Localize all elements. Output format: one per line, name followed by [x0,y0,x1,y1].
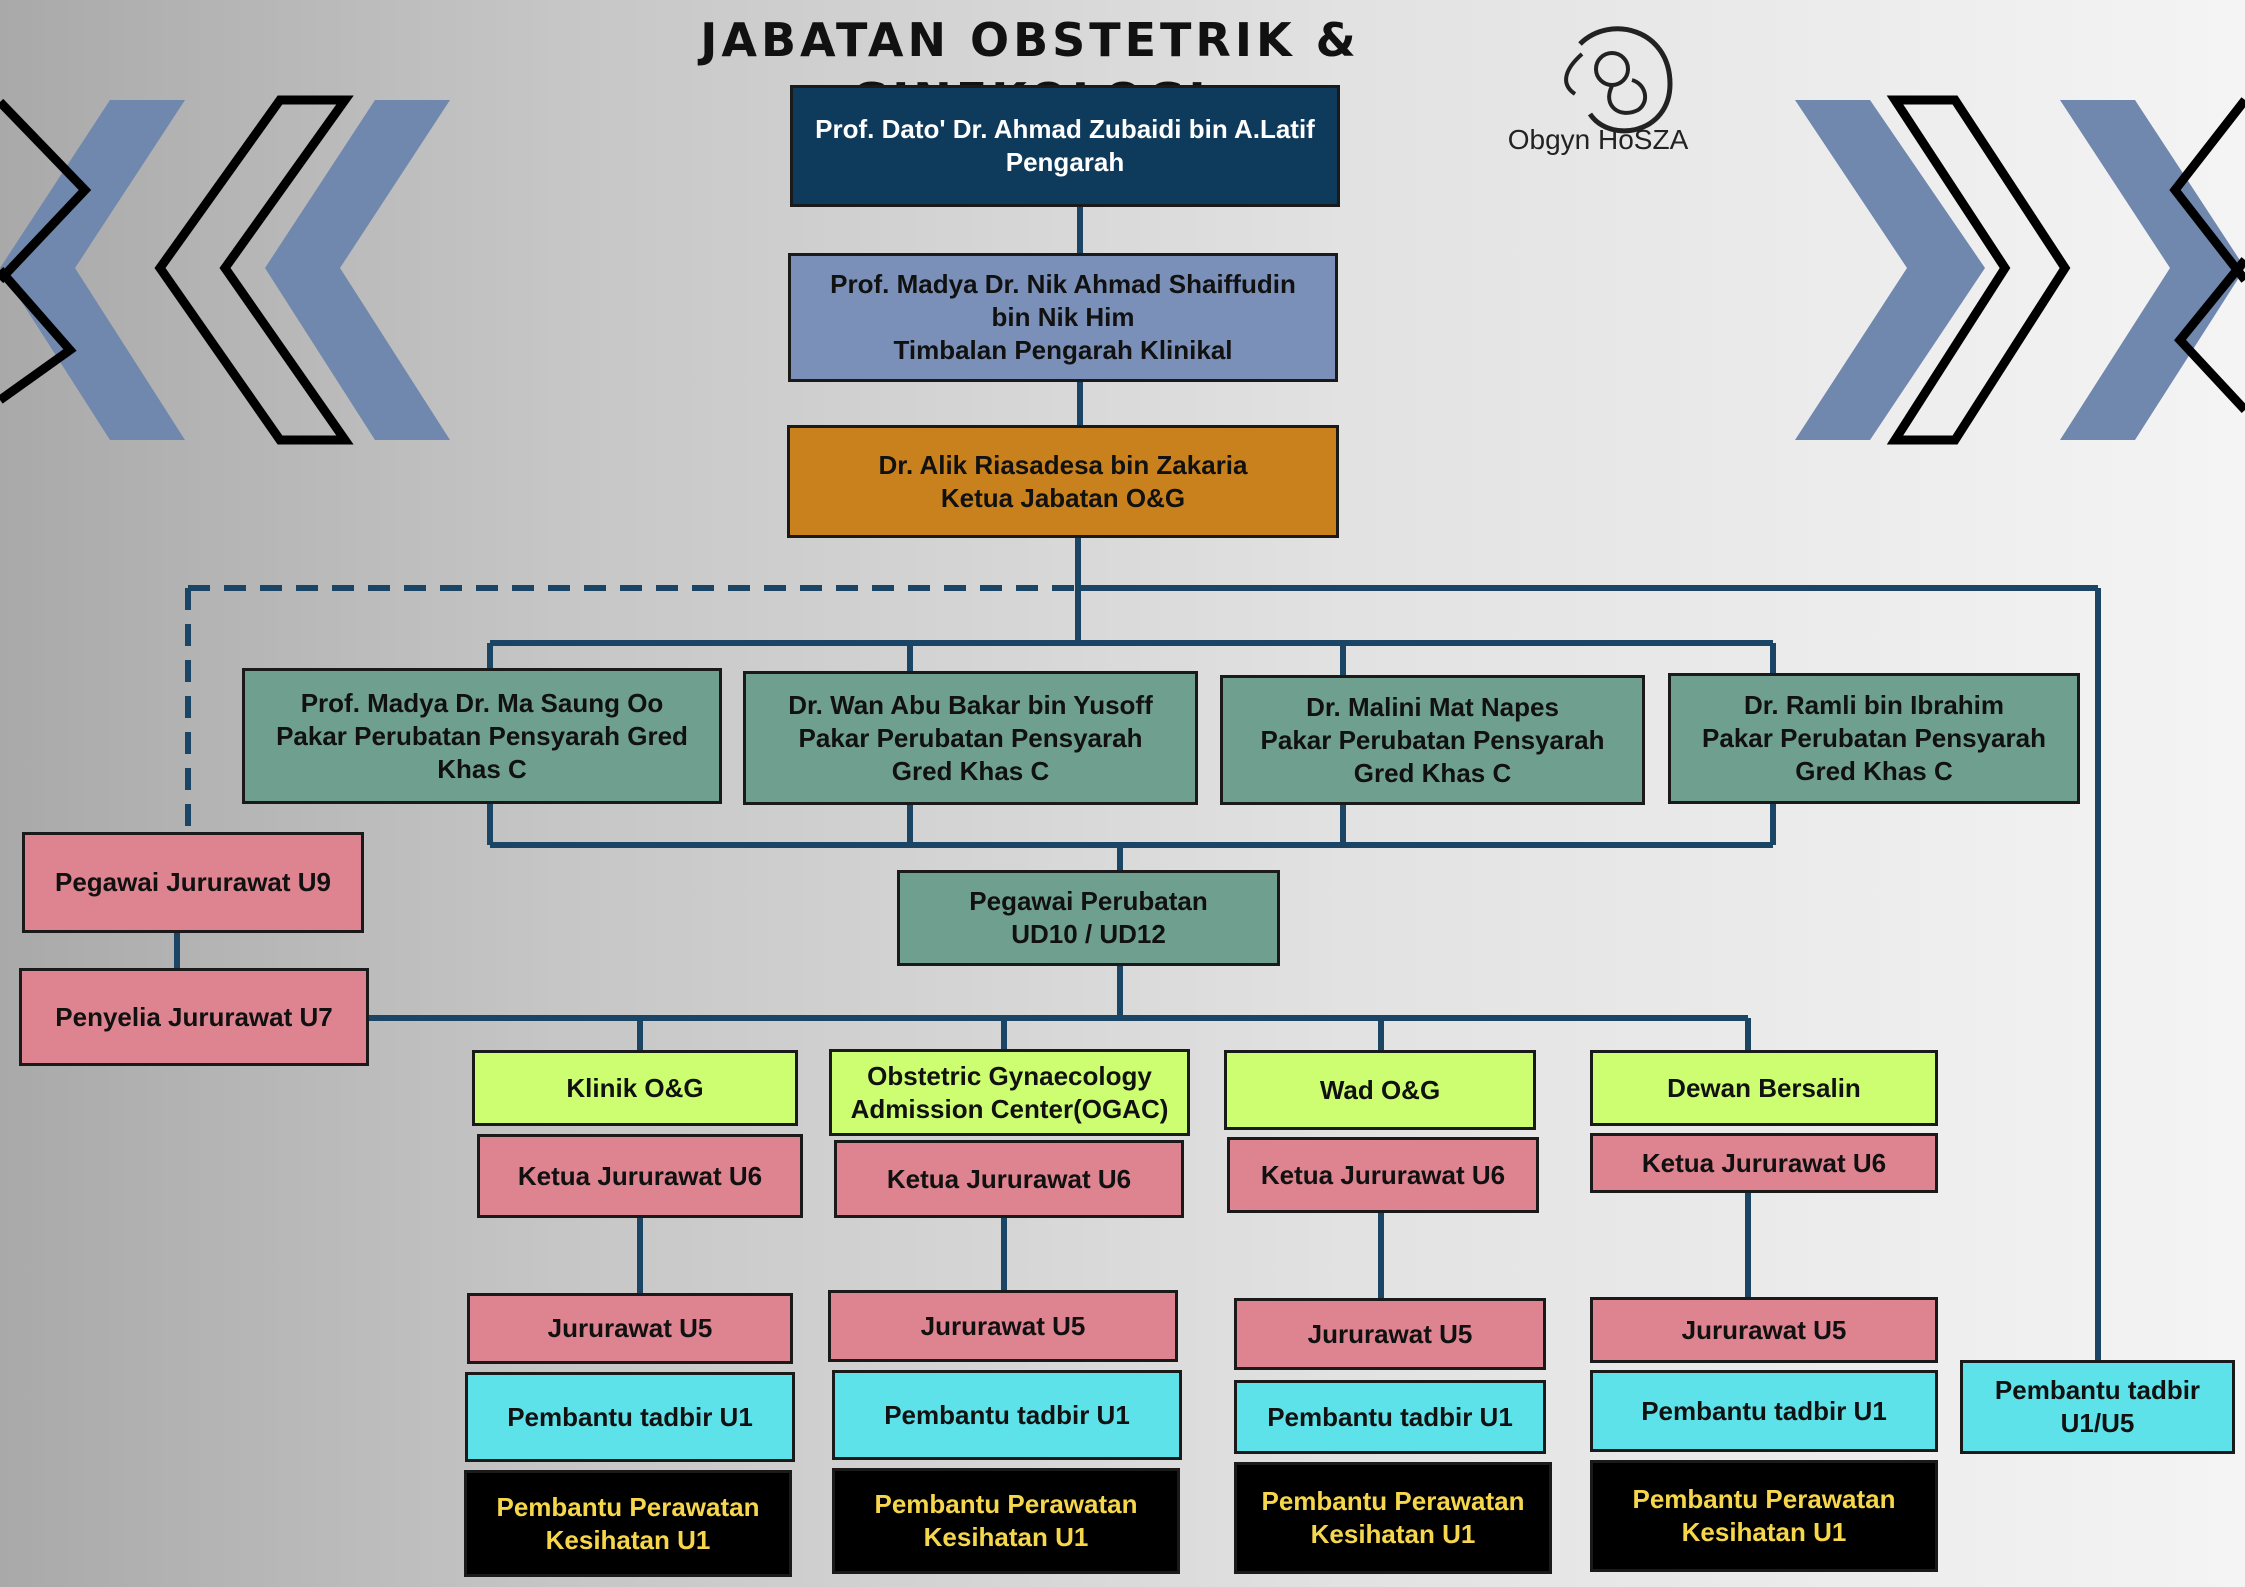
chevron-shape [0,100,185,440]
unit-name: Wad O&G [1319,1074,1441,1105]
nursing-officer-label: Pegawai Jururawat U9 [55,867,331,897]
specialist-role: Pakar Perubatan Pensyarah [1702,723,2046,753]
decorative-chevrons-left [0,95,450,445]
logo-text: Obgyn HoSZA [1507,124,1689,155]
nurse-box: Jururawat U5 [1590,1297,1938,1363]
chevron-shape [1795,100,1985,440]
head-nurse-label: Ketua Jururawat U6 [517,1160,763,1191]
specialist-name: Dr. Malini Mat Napes [1306,691,1559,722]
health-assistant-line2: Kesihatan U1 [545,1524,711,1555]
admin-side-title: Pembantu tadbir [1994,1375,2201,1405]
nurse-box: Jururawat U5 [467,1293,793,1364]
admin-assistant-box: Pembantu tadbir U1 [1234,1380,1546,1454]
nurse-box: Jururawat U5 [1234,1298,1546,1370]
decorative-chevrons-right [1795,95,2245,445]
admin-side-grade: U1/U5 [2060,1408,2135,1438]
admin-assistant-box: Pembantu tadbir U1 [465,1372,795,1462]
medical-officer-grade: UD10 / UD12 [1011,919,1166,949]
specialist-role: Pakar Perubatan Pensyarah Gred [276,720,688,751]
director-title: Pengarah [1005,147,1125,177]
unit-name-line1: Obstetric Gynaecology [867,1060,1152,1091]
admin-assistant-box: Pembantu tadbir U1 [832,1370,1182,1460]
chevron-shape [265,100,450,440]
specialist-box: Dr. Malini Mat Napes Pakar Perubatan Pen… [1220,675,1645,805]
unit-name-box: Wad O&G [1224,1050,1536,1130]
admin-assistant-side-box: Pembantu tadbir U1/U5 [1960,1360,2235,1454]
nurse-label: Jururawat U5 [1307,1318,1473,1349]
director-box: Prof. Dato' Dr. Ahmad Zubaidi bin A.Lati… [790,85,1340,207]
health-assistant-line2: Kesihatan U1 [923,1522,1089,1552]
head-nurse-box: Ketua Jururawat U6 [1227,1137,1539,1213]
head-nurse-box: Ketua Jururawat U6 [1590,1133,1938,1193]
admin-assistant-label: Pembantu tadbir U1 [884,1399,1130,1430]
unit-name-line2: Admission Center(OGAC) [850,1093,1169,1124]
nurse-label: Jururawat U5 [920,1310,1086,1341]
medical-officer-box: Pegawai Perubatan UD10 / UD12 [897,870,1280,966]
department-head-title: Ketua Jabatan O&G [940,482,1186,513]
admin-assistant-label: Pembantu tadbir U1 [1267,1401,1513,1432]
head-nurse-label: Ketua Jururawat U6 [886,1163,1132,1194]
nurse-box: Jururawat U5 [828,1290,1178,1362]
deputy-director-box: Prof. Madya Dr. Nik Ahmad Shaiffudin bin… [788,253,1338,382]
unit-name: Dewan Bersalin [1667,1072,1861,1103]
chevron-outline [2169,97,2245,283]
chevron-outline [154,95,354,445]
chevron-outline [1886,95,2071,445]
health-assistant-box: Pembantu Perawatan Kesihatan U1 [464,1470,792,1577]
chevron-outline [0,98,92,284]
health-assistant-box: Pembantu Perawatan Kesihatan U1 [1234,1462,1552,1574]
nurse-label: Jururawat U5 [1681,1314,1847,1345]
nursing-officer-box: Pegawai Jururawat U9 [22,832,364,933]
chevron-outline [0,267,77,404]
health-assistant-box: Pembantu Perawatan Kesihatan U1 [832,1468,1180,1574]
specialist-role: Pakar Perubatan Pensyarah [798,722,1143,753]
head-nurse-label: Ketua Jururawat U6 [1641,1147,1887,1178]
head-nurse-label: Ketua Jururawat U6 [1260,1159,1506,1190]
unit-name-box: Obstetric Gynaecology Admission Center(O… [829,1049,1190,1136]
fetus-logo-icon [1564,26,1673,134]
admin-assistant-label: Pembantu tadbir U1 [507,1401,753,1432]
specialist-role: Pakar Perubatan Pensyarah [1260,724,1605,755]
department-head-box: Dr. Alik Riasadesa bin Zakaria Ketua Jab… [787,425,1339,538]
specialist-name: Dr. Ramli bin Ibrahim [1743,690,2005,720]
admin-assistant-label: Pembantu tadbir U1 [1641,1395,1887,1426]
health-assistant-line2: Kesihatan U1 [1681,1517,1847,1547]
unit-name: Klinik O&G [566,1072,704,1103]
specialist-box: Prof. Madya Dr. Ma Saung Oo Pakar Peruba… [242,668,722,804]
deputy-name-line1: Prof. Madya Dr. Nik Ahmad Shaiffudin [830,269,1296,299]
director-name: Prof. Dato' Dr. Ahmad Zubaidi bin A.Lati… [815,114,1315,144]
specialist-grade: Gred Khas C [1353,757,1512,788]
medical-officer-title: Pegawai Perubatan [969,886,1208,916]
health-assistant-line2: Kesihatan U1 [1310,1519,1476,1549]
health-assistant-line1: Pembantu Perawatan [1632,1484,1896,1514]
nursing-supervisor-label: Penyelia Jururawat U7 [55,1001,333,1032]
admin-assistant-box: Pembantu tadbir U1 [1590,1370,1938,1452]
health-assistant-box: Pembantu Perawatan Kesihatan U1 [1590,1460,1938,1572]
specialist-grade: Gred Khas C [1795,756,1953,786]
health-assistant-line1: Pembantu Perawatan [874,1489,1138,1519]
unit-name-box: Dewan Bersalin [1590,1050,1938,1126]
health-assistant-line1: Pembantu Perawatan [1261,1486,1525,1516]
chevron-shape [2060,100,2245,440]
unit-name-box: Klinik O&G [472,1050,798,1126]
head-nurse-box: Ketua Jururawat U6 [834,1140,1184,1218]
specialist-box: Dr. Ramli bin Ibrahim Pakar Perubatan Pe… [1668,673,2080,804]
chevron-outline [2174,257,2245,414]
specialist-name: Prof. Madya Dr. Ma Saung Oo [300,687,664,718]
health-assistant-line1: Pembantu Perawatan [496,1491,760,1522]
deputy-name-line2: bin Nik Him [991,302,1135,332]
specialist-box: Dr. Wan Abu Bakar bin Yusoff Pakar Perub… [743,671,1198,805]
specialist-grade: Khas C [437,753,527,784]
deputy-title: Timbalan Pengarah Klinikal [893,335,1233,365]
specialist-name: Dr. Wan Abu Bakar bin Yusoff [788,689,1153,720]
head-nurse-box: Ketua Jururawat U6 [477,1134,803,1218]
nurse-label: Jururawat U5 [547,1313,713,1343]
department-head-name: Dr. Alik Riasadesa bin Zakaria [878,449,1248,480]
nursing-supervisor-box: Penyelia Jururawat U7 [19,968,369,1066]
specialist-grade: Gred Khas C [891,755,1050,786]
